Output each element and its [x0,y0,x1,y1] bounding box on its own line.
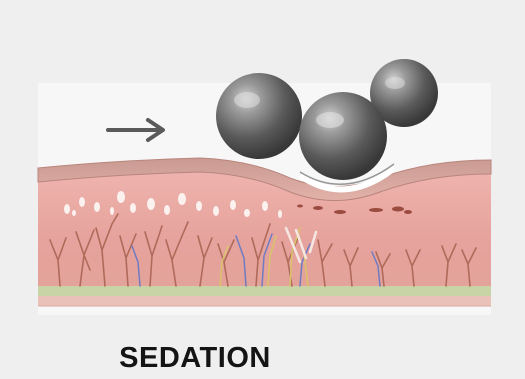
skin-cross-section-illustration [38,158,491,306]
massage-ball-icon [216,73,302,159]
base-band [38,296,491,306]
caption-label: SEDATION [0,342,390,375]
subcutaneous-band [38,286,491,296]
dermis-layer [38,168,491,290]
